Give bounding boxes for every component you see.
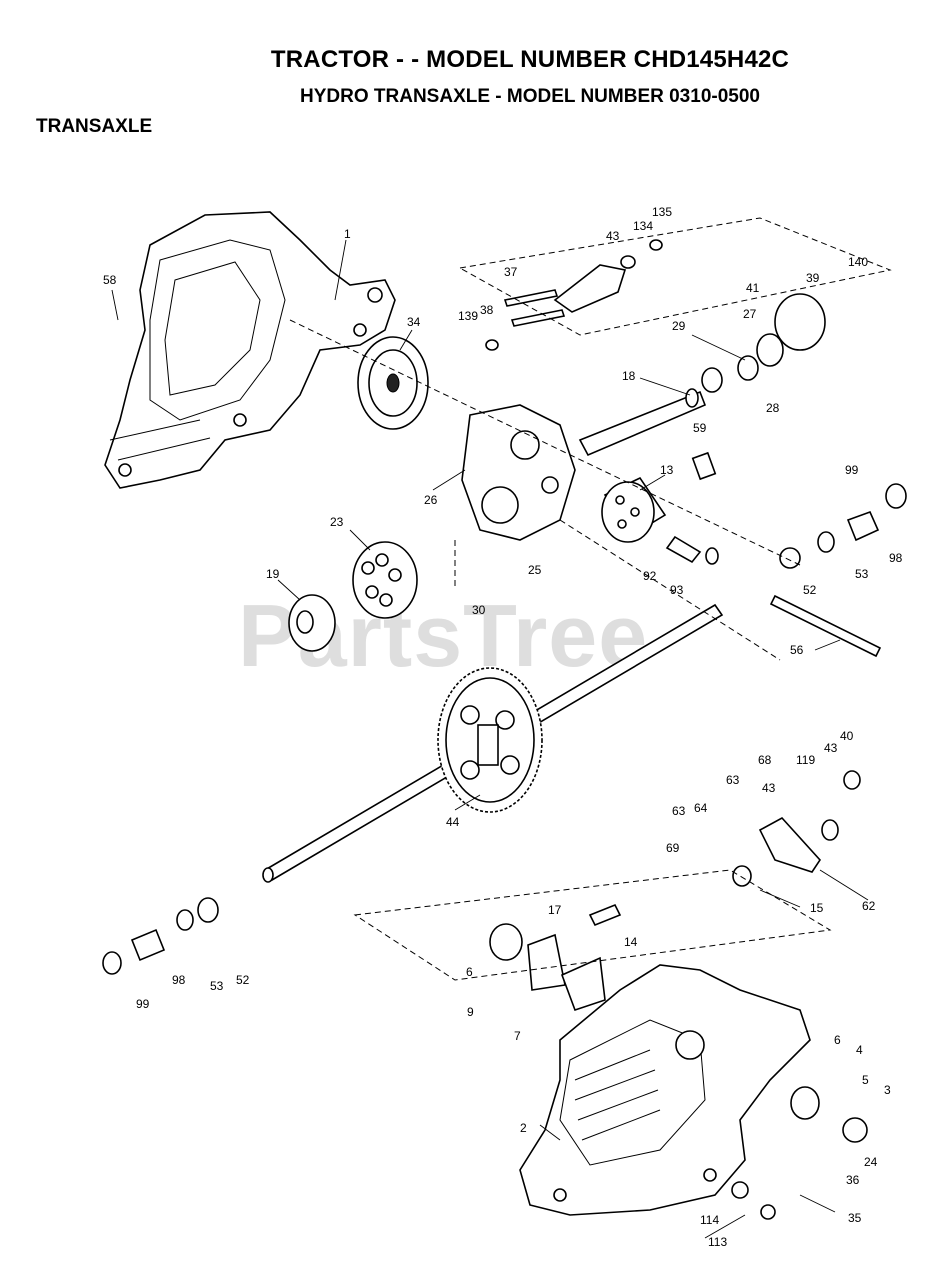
callout: 36	[846, 1173, 860, 1187]
callout: 5	[862, 1073, 869, 1087]
thrust-washer-19	[288, 594, 336, 652]
callout: 6	[466, 965, 473, 979]
section-label: TRANSAXLE	[36, 116, 153, 137]
callout: 99	[845, 463, 859, 477]
callout: 38	[480, 303, 494, 317]
callout: 14	[624, 935, 638, 949]
callout: 3	[884, 1083, 891, 1097]
axle-and-gear-44	[262, 603, 724, 883]
callout: 37	[504, 265, 518, 279]
callout: 140	[848, 255, 868, 269]
callout: 139	[458, 309, 478, 323]
callout: 119	[796, 753, 815, 767]
callout: 69	[666, 841, 680, 855]
callout: 43	[762, 781, 776, 795]
callout: 134	[633, 219, 653, 233]
cylinder-block-13	[601, 476, 667, 543]
callout: 59	[693, 421, 707, 435]
callout: 98	[889, 551, 903, 565]
callout: 113	[708, 1235, 727, 1249]
callout: 41	[746, 281, 760, 295]
callout: 4	[856, 1043, 863, 1057]
pulley-34	[357, 336, 429, 430]
callout: 58	[103, 273, 117, 287]
callout: 43	[606, 229, 620, 243]
callout: 63	[726, 773, 740, 787]
group-outline-brake	[458, 217, 892, 336]
callout: 43	[824, 741, 838, 755]
callout: 24	[864, 1155, 878, 1169]
callout: 17	[548, 903, 562, 917]
callout: 30	[472, 603, 486, 617]
callout: 40	[840, 729, 854, 743]
callout: 27	[743, 307, 757, 321]
callout: 7	[514, 1029, 521, 1043]
shaft-56	[769, 594, 882, 658]
callout: 98	[172, 973, 186, 987]
callout: 114	[700, 1213, 719, 1227]
leader-lines	[111, 239, 869, 1239]
callout-labels: 135 134 43 37 38 139 1 58 34 140 39 41 2…	[103, 205, 903, 1249]
callout: 135	[652, 205, 672, 219]
diagram-title: TRACTOR - - MODEL NUMBER CHD145H42C	[270, 46, 790, 73]
callout: 53	[210, 979, 224, 993]
callout: 6	[834, 1033, 841, 1047]
callout: 13	[660, 463, 674, 477]
group-outline-centerline	[289, 319, 801, 661]
center-section-26	[461, 404, 576, 541]
callout: 64	[694, 801, 708, 815]
upper-housing-part	[104, 211, 396, 489]
callout: 28	[766, 401, 780, 415]
callout: 93	[670, 583, 684, 597]
small-parts-right	[665, 293, 907, 887]
callout: 9	[467, 1005, 474, 1019]
callout: 92	[643, 569, 657, 583]
callout: 34	[407, 315, 421, 329]
cylinder-block-23	[352, 541, 418, 619]
callout: 25	[528, 563, 542, 577]
callout: 56	[790, 643, 804, 657]
callout: 23	[330, 515, 344, 529]
shift-parts	[489, 903, 622, 1012]
callout: 52	[803, 583, 817, 597]
callout: 15	[810, 901, 824, 915]
callout: 68	[758, 753, 772, 767]
callout: 63	[672, 804, 686, 818]
callout: 99	[136, 997, 150, 1011]
lower-housing-part	[519, 964, 868, 1220]
diagram-subtitle: HYDRO TRANSAXLE - MODEL NUMBER 0310-0500	[300, 86, 760, 107]
callout: 35	[848, 1211, 862, 1225]
callout: 1	[344, 227, 351, 241]
callout: 39	[806, 271, 820, 285]
callout: 2	[520, 1121, 527, 1135]
callout: 53	[855, 567, 869, 581]
callout: 29	[672, 319, 686, 333]
input-shaft-18	[578, 388, 707, 457]
callout: 44	[446, 815, 460, 829]
brake-bracket-37	[485, 239, 663, 351]
callout: 19	[266, 567, 280, 581]
callout: 26	[424, 493, 438, 507]
callout: 52	[236, 973, 250, 987]
callout: 62	[862, 899, 876, 913]
callout: 18	[622, 369, 636, 383]
group-outline-shift	[353, 869, 832, 981]
left-axle-parts	[102, 897, 219, 975]
